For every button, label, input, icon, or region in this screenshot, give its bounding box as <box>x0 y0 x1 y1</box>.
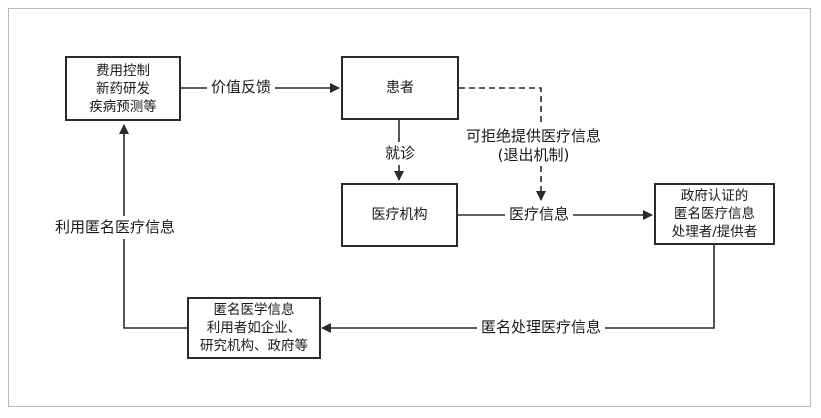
edge-use-anon <box>119 124 187 329</box>
node-patient: 患者 <box>341 56 459 120</box>
node-text: 政府认证的 <box>680 188 749 204</box>
node-text: 匿名医学信息 <box>213 302 295 318</box>
label-medical-info: 医疗信息 <box>505 205 574 224</box>
node-text: 新药研发 <box>96 80 150 97</box>
node-text: 医疗机构 <box>371 207 428 223</box>
node-gov-processor: 政府认证的 匿名医疗信息 处理者/提供者 <box>654 183 775 245</box>
node-anon-user: 匿名医学信息 利用者如企业、 研究机构、政府等 <box>187 297 321 359</box>
label-visit: 就诊 <box>383 142 418 165</box>
label-anon-processed: 匿名处理医疗信息 <box>477 318 606 337</box>
node-medical-institution: 医疗机构 <box>341 183 458 247</box>
node-cost-control: 费用控制 新药研发 疾病预测等 <box>65 56 181 121</box>
label-value-feedback: 价值反馈 <box>207 78 276 97</box>
label-refuse-line2: (退出机制) <box>497 146 570 164</box>
edge-refuse-dashed <box>459 87 546 201</box>
label-refuse: 可拒绝提供医疗信息 (退出机制) <box>462 126 606 166</box>
label-use-anon: 利用匿名医疗信息 <box>51 216 180 239</box>
node-text: 利用者如企业、 <box>206 320 302 336</box>
edge-anon-processed <box>321 245 715 333</box>
label-refuse-line1: 可拒绝提供医疗信息 <box>466 127 602 145</box>
node-text: 费用控制 <box>96 62 150 79</box>
node-text: 研究机构、政府等 <box>200 338 308 354</box>
node-text: 患者 <box>386 80 414 96</box>
node-text: 匿名医疗信息 <box>674 206 755 222</box>
node-text: 处理者/提供者 <box>671 224 758 240</box>
node-text: 疾病预测等 <box>89 98 157 115</box>
